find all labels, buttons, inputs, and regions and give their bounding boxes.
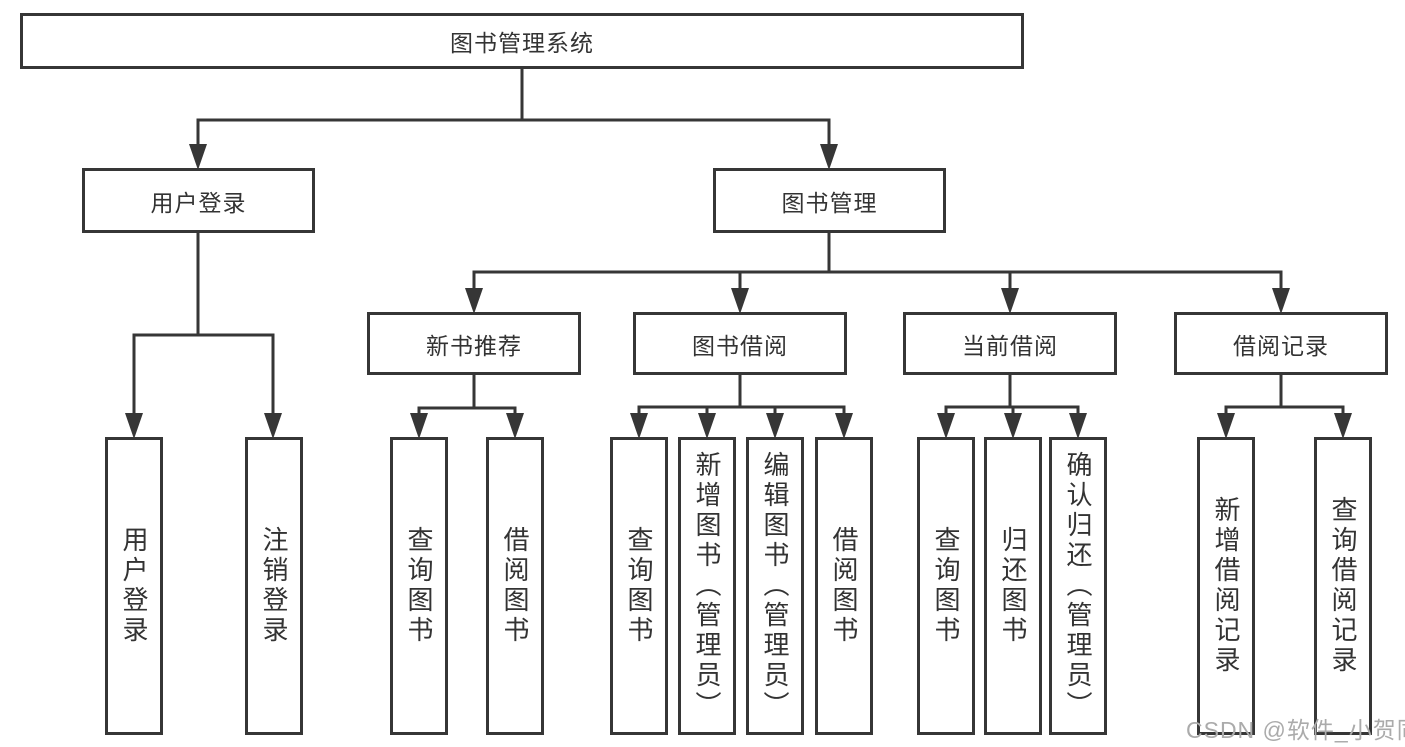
connector-paths — [132, 65, 1345, 420]
leaf-label: 借阅图书 — [829, 526, 859, 646]
leaf-label: 查询图书 — [624, 526, 654, 646]
leaf-logout: 注销登录 — [245, 437, 303, 735]
node-book-management: 图书管理 — [713, 168, 946, 233]
leaf-label: 新增借阅记录 — [1211, 496, 1241, 676]
node-borrowing-records: 借阅记录 — [1174, 312, 1388, 375]
node-new-book-recommendation: 新书推荐 — [367, 312, 581, 375]
leaf-borrow-edit-books-admin: 编辑图书（管理员） — [746, 437, 804, 735]
leaf-label: 查询借阅记录 — [1328, 496, 1358, 676]
node-label: 新书推荐 — [426, 332, 522, 359]
node-label: 当前借阅 — [962, 332, 1058, 359]
leaf-current-query-books: 查询图书 — [917, 437, 975, 735]
leaf-borrow-add-books-admin: 新增图书（管理员） — [678, 437, 736, 735]
node-current-borrowing: 当前借阅 — [903, 312, 1117, 375]
node-label: 图书管理系统 — [450, 30, 594, 56]
leaf-label: 用户登录 — [119, 526, 149, 646]
node-book-borrowing: 图书借阅 — [633, 312, 847, 375]
node-label: 借阅记录 — [1233, 332, 1329, 359]
node-user-login: 用户登录 — [82, 168, 315, 233]
node-label: 图书管理 — [781, 189, 878, 216]
leaf-current-confirm-return-admin: 确认归还（管理员） — [1049, 437, 1107, 735]
leaf-label: 查询图书 — [931, 526, 961, 646]
leaf-label: 编辑图书（管理员） — [760, 451, 790, 721]
leaf-newbook-query-books: 查询图书 — [390, 437, 448, 735]
node-label: 图书借阅 — [692, 332, 788, 359]
csdn-watermark: CSDN @软件_小贺同学 — [1186, 717, 1405, 743]
leaf-label: 新增图书（管理员） — [692, 451, 722, 721]
leaf-borrow-borrow-books: 借阅图书 — [815, 437, 873, 735]
node-library-management-system: 图书管理系统 — [20, 13, 1024, 69]
leaf-records-add-borrow-record: 新增借阅记录 — [1197, 437, 1255, 735]
node-label: 用户登录 — [150, 189, 247, 216]
leaf-label: 注销登录 — [259, 526, 289, 646]
leaf-user-login: 用户登录 — [105, 437, 163, 735]
leaf-newbook-borrow-books: 借阅图书 — [486, 437, 544, 735]
leaf-current-return-books: 归还图书 — [984, 437, 1042, 735]
leaf-label: 查询图书 — [404, 526, 434, 646]
leaf-label: 借阅图书 — [500, 526, 530, 646]
leaf-label: 确认归还（管理员） — [1063, 451, 1093, 721]
leaf-records-query-borrow-record: 查询借阅记录 — [1314, 437, 1372, 735]
leaf-label: 归还图书 — [998, 526, 1028, 646]
leaf-borrow-query-books: 查询图书 — [610, 437, 668, 735]
